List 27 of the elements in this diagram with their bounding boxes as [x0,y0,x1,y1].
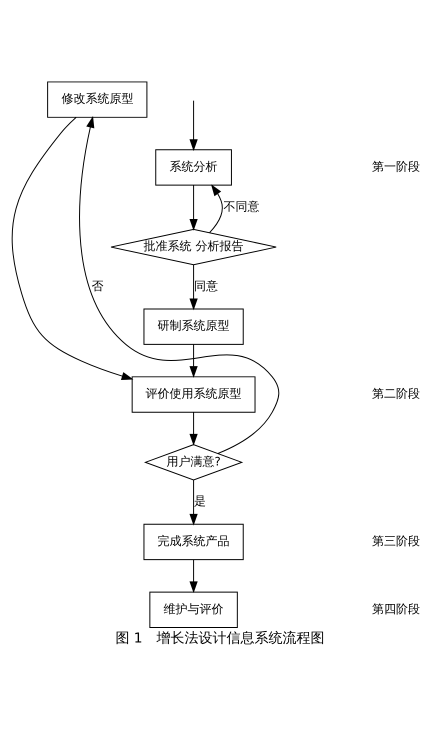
arrow [189,559,198,594]
node-box: 评价使用系统原型 [132,376,256,413]
arrow [189,412,198,446]
arrow [209,184,223,234]
node-diamond: 用户满意? [144,444,244,481]
node-box: 系统分析 [155,149,232,186]
arrow [189,344,198,378]
arrow [189,184,198,231]
edge-label: 不同意 [223,199,260,214]
arrow [12,116,134,380]
arrow [79,116,280,454]
node-box: 研制系统原型 [143,308,244,345]
label: 第一阶段 [372,159,420,174]
node-box: 完成系统产品 [143,524,244,560]
node-diamond: 批准系统 分析报告 [110,228,277,266]
caption: 图 1 增长法设计信息系统流程图 [115,630,325,646]
edge-label: 否 [92,278,104,293]
arrow [189,480,198,526]
arrow [189,100,198,152]
label: 第四阶段 [372,602,420,616]
edge-label: 同意 [194,278,218,293]
label: 第二阶段 [372,386,420,401]
label: 第三阶段 [372,534,420,548]
arrow [189,264,198,310]
node-box: 修改系统原型 [47,81,148,118]
node-box: 维护与评价 [149,592,238,628]
edge-label: 是 [194,494,206,508]
